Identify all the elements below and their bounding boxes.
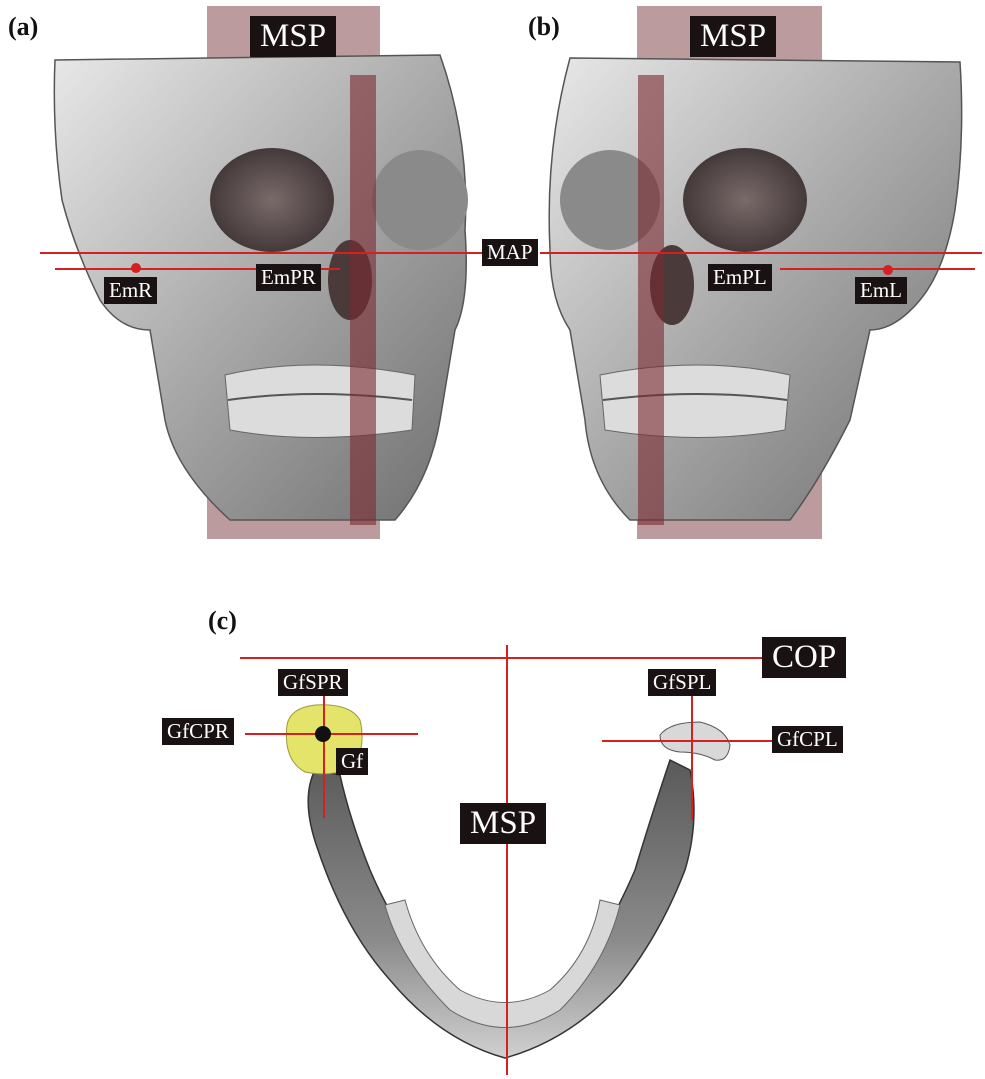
panel-label-a: (a) [8, 12, 38, 42]
msp-label-c: MSP [460, 803, 546, 844]
left-orbit-b [683, 148, 807, 252]
gfcpl-label: GfCPL [772, 726, 843, 753]
gfcpr-label: GfCPR [162, 718, 234, 745]
teeth-b [600, 365, 790, 438]
map-label: MAP [482, 239, 538, 266]
emr-label: EmR [104, 277, 157, 304]
gf-label: Gf [336, 748, 368, 775]
gfspl-label: GfSPL [648, 669, 716, 696]
cop-label: COP [762, 637, 846, 678]
gfspr-label: GfSPR [278, 669, 348, 696]
gf-point [315, 726, 331, 742]
empr-label: EmPR [256, 264, 321, 291]
panel-label-c: (c) [208, 606, 237, 636]
msp-band-b [638, 75, 664, 525]
teeth-a [225, 365, 415, 438]
right-orbit-a [210, 148, 334, 252]
eml-label: EmL [855, 277, 907, 304]
eml-point [883, 265, 893, 275]
emr-point [131, 263, 141, 273]
empl-label: EmPL [708, 264, 772, 291]
msp-label-a: MSP [250, 16, 336, 57]
msp-label-b: MSP [690, 16, 776, 57]
panel-c [240, 645, 778, 1075]
panel-label-b: (b) [528, 12, 560, 42]
msp-band-a [350, 75, 376, 525]
left-orbit-a [372, 150, 468, 250]
